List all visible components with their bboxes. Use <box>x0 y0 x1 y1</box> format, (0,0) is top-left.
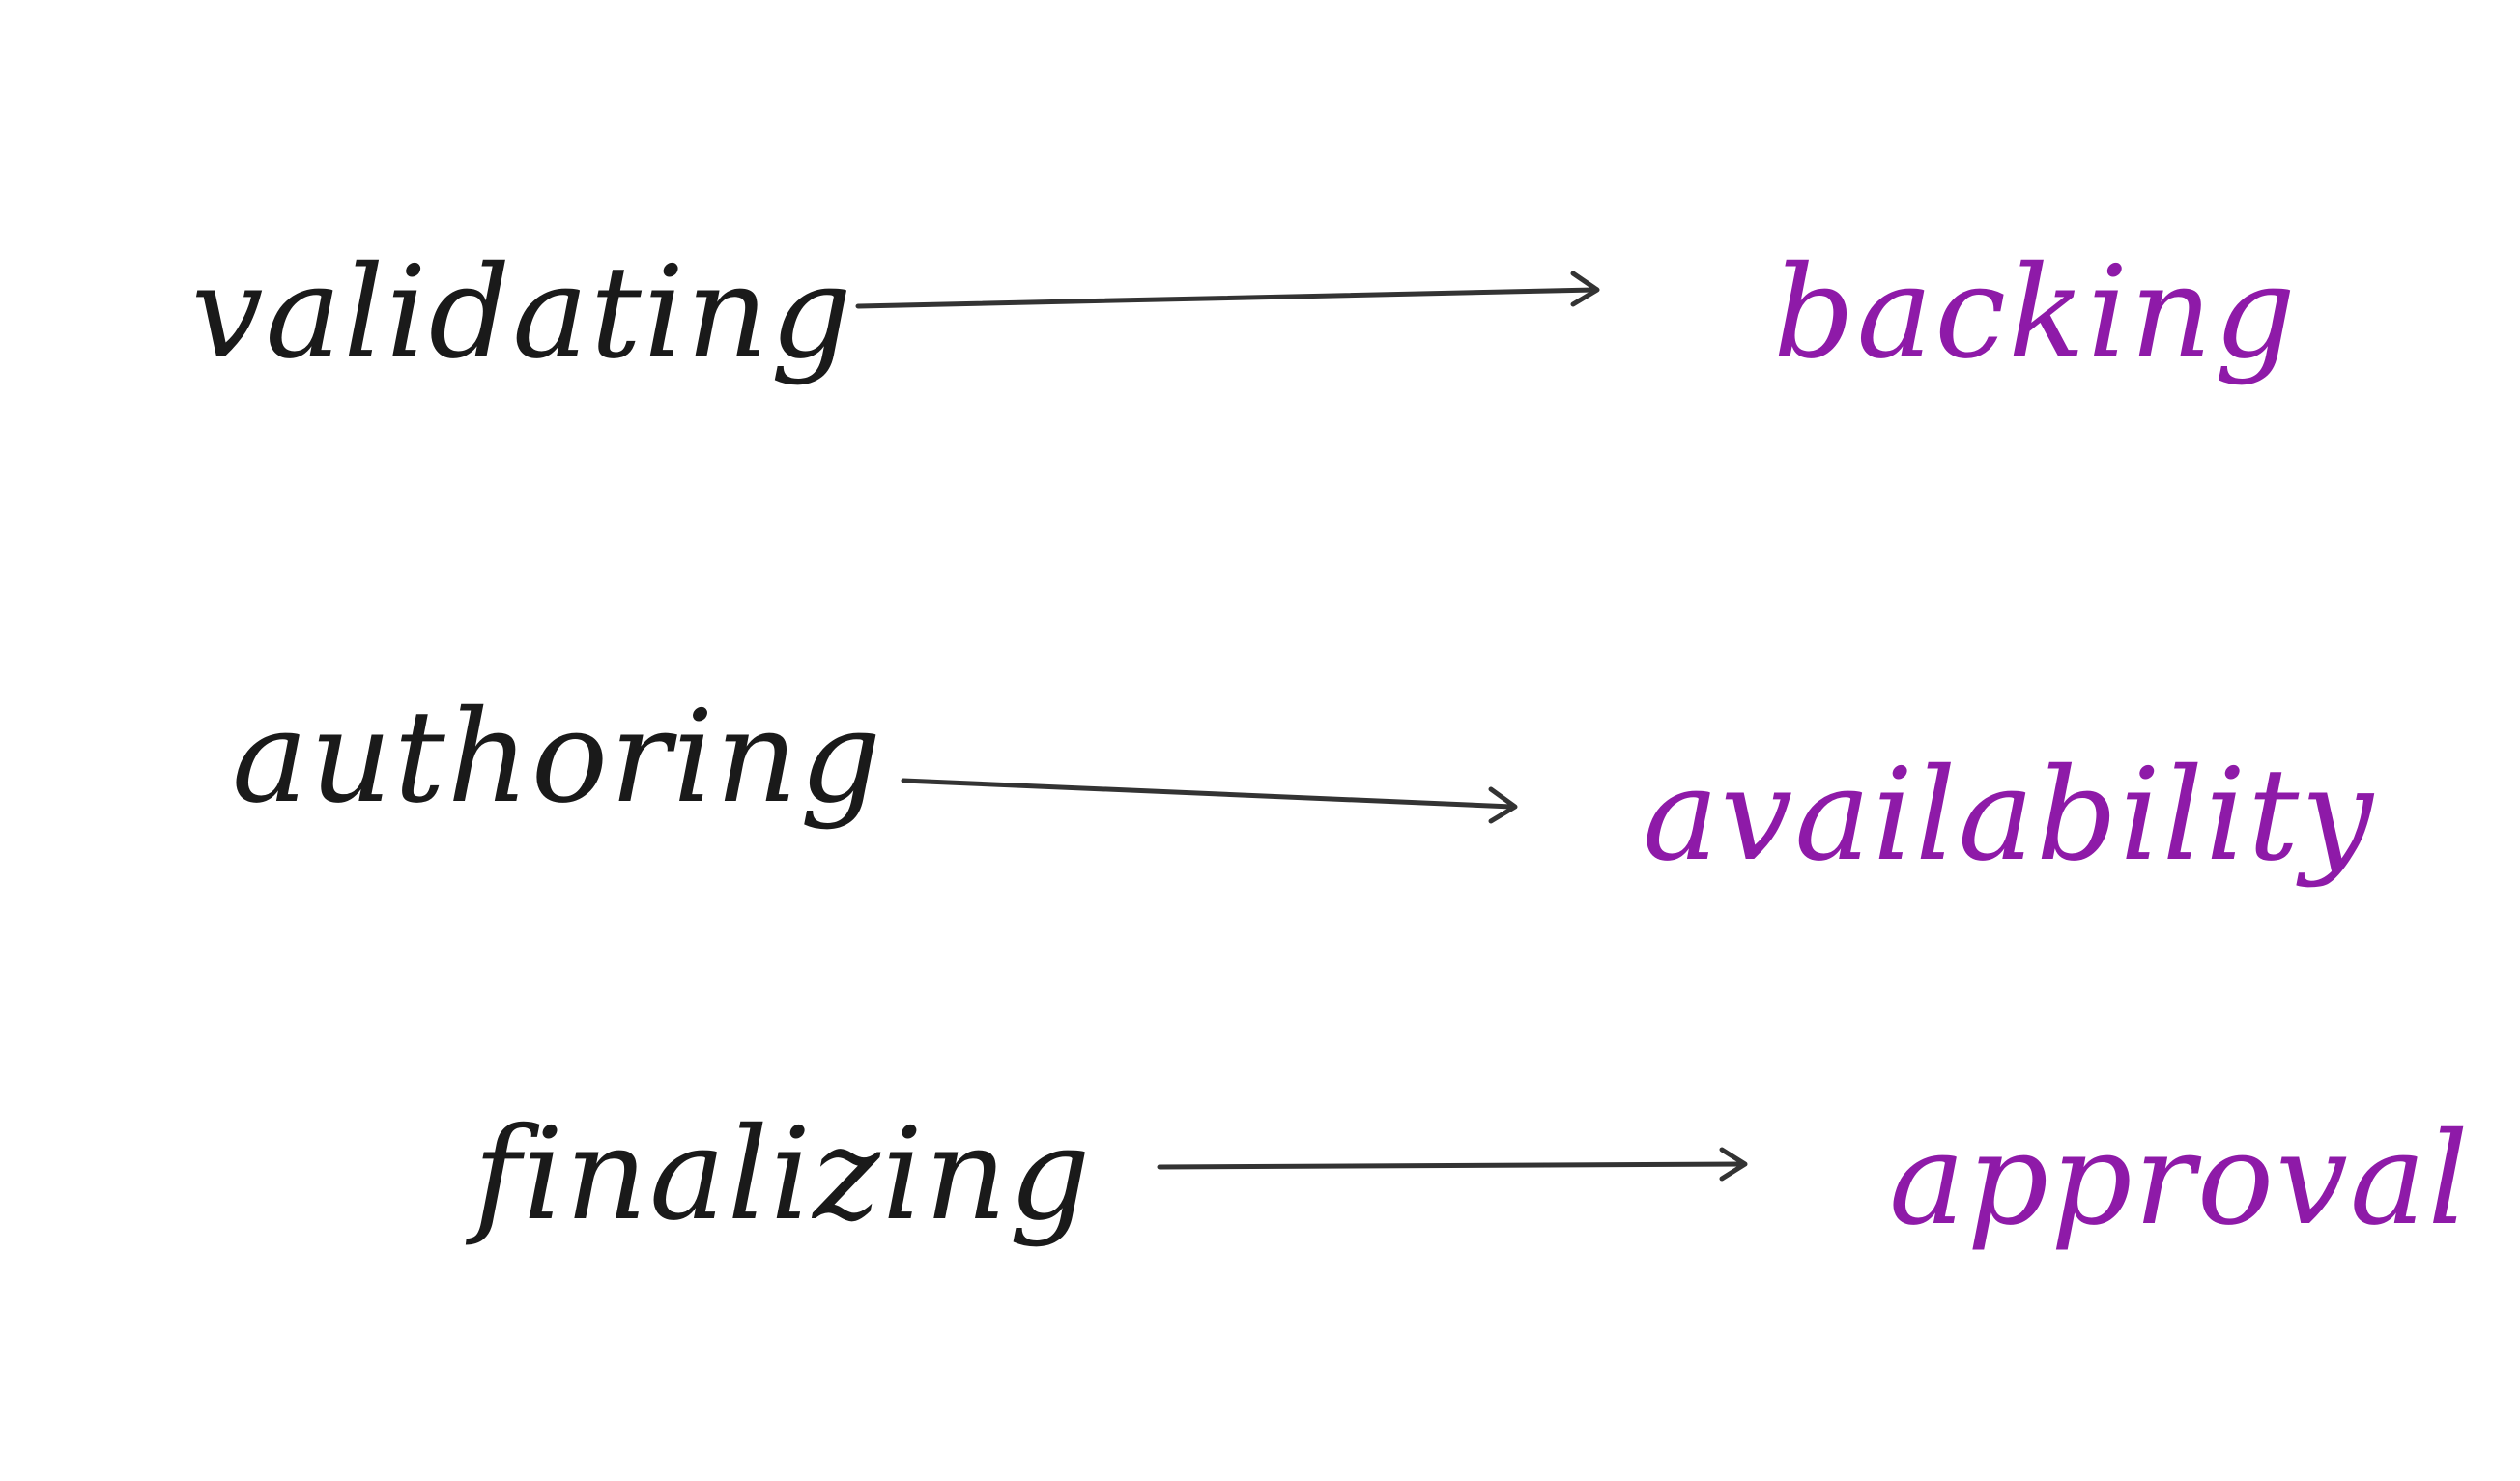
source-word-finalizing: finalizing <box>473 1100 1093 1249</box>
source-word-validating: validating <box>191 239 854 387</box>
target-word-backing: backing <box>1773 239 2298 387</box>
arrow-icon <box>1157 1147 1748 1182</box>
target-word-availability: availability <box>1643 741 2375 890</box>
arrow-icon <box>855 271 1600 309</box>
source-word-authoring: authoring <box>232 683 884 832</box>
arrow-icon <box>901 778 1518 824</box>
target-word-approval: approval <box>1889 1105 2471 1254</box>
